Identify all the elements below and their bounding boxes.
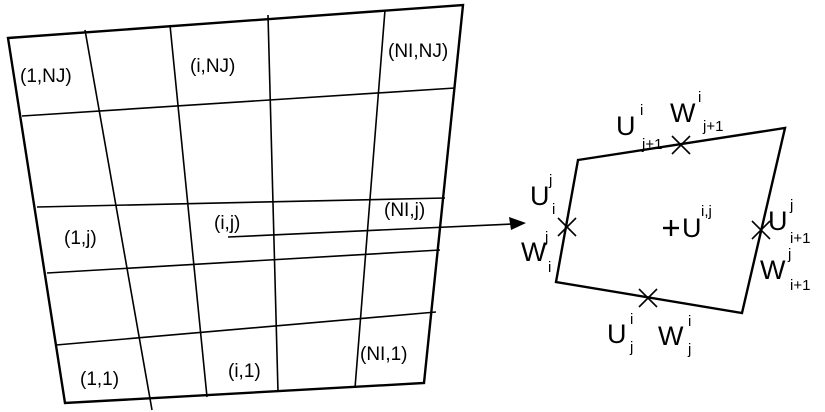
grid-label-i-1: (i,1)	[228, 361, 261, 382]
grid-label-NI-j: (NI,j)	[384, 200, 425, 221]
face-point-bottom	[638, 288, 658, 308]
grid-row-line	[46, 249, 441, 274]
left-W: W	[521, 237, 547, 267]
face-point-right	[751, 220, 771, 240]
right-W-sup: j	[787, 246, 791, 263]
bottom-face-labels: U i j W i j	[607, 311, 691, 358]
grid-label-i-j: (i,j)	[214, 213, 240, 234]
center-U: U	[682, 213, 702, 243]
bottom-W: W	[658, 321, 684, 351]
grid-label-NI-NJ: (NI,NJ)	[388, 41, 448, 62]
bottom-U: U	[607, 319, 627, 349]
grid-row-line	[36, 197, 446, 208]
center-U-sup: i,j	[701, 203, 712, 220]
grid-boundary	[6, 3, 465, 405]
right-W: W	[760, 255, 786, 285]
top-U-sub: j+1	[641, 136, 662, 153]
computational-grid: (1,NJ) (i,NJ) (NI,NJ) (1,j) (i,j) (NI,j)…	[6, 3, 465, 411]
right-U-sub: i+1	[790, 230, 810, 247]
top-W-sup: i	[698, 89, 701, 106]
top-W: W	[670, 98, 696, 128]
left-face-labels: U j i W j i	[521, 172, 555, 276]
right-U: U	[768, 206, 788, 236]
left-U-sub: i	[552, 201, 555, 218]
grid-label-1-j: (1,j)	[64, 228, 97, 249]
arrow-shaft	[227, 223, 513, 238]
cell-center: U i,j	[663, 203, 712, 243]
bottom-U-sup: i	[630, 311, 633, 328]
right-face-labels: U j i+1 W j i+1	[760, 197, 810, 294]
top-U-sup: i	[640, 102, 643, 119]
grid-row-line	[55, 311, 437, 346]
grid-column-line	[267, 14, 279, 393]
top-U: U	[616, 111, 636, 141]
face-point-top	[671, 135, 691, 155]
face-point-left	[557, 217, 577, 237]
grid-label-1-1: (1,1)	[80, 369, 119, 390]
left-W-sup: j	[544, 229, 548, 246]
cell-boundary	[554, 126, 787, 315]
right-W-sub: i+1	[790, 277, 810, 294]
arrow-head	[509, 217, 526, 230]
top-face-labels: U i j+1 W i j+1	[616, 89, 723, 153]
top-W-sub: j+1	[702, 118, 723, 135]
left-U: U	[530, 181, 550, 211]
zoom-arrow	[227, 217, 526, 238]
grid-row-line	[21, 87, 456, 117]
grid-label-1-NJ: (1,NJ)	[20, 66, 72, 87]
bottom-W-sub: j	[687, 341, 691, 358]
grid-column-line	[354, 9, 386, 389]
left-W-sub: i	[548, 259, 551, 276]
grid-column-line	[84, 29, 153, 411]
control-volume-cell: U i,j U i j+1 W i j+1 U j i W j i U j i+…	[521, 89, 810, 358]
grid-label-NI-1: (NI,1)	[360, 344, 408, 365]
right-U-sup: j	[789, 197, 793, 214]
bottom-W-sup: i	[688, 313, 691, 330]
grid-label-i-NJ: (i,NJ)	[190, 56, 235, 77]
grid-column-line	[169, 24, 208, 398]
bottom-U-sub: j	[629, 339, 633, 356]
left-U-sup: j	[548, 172, 552, 189]
